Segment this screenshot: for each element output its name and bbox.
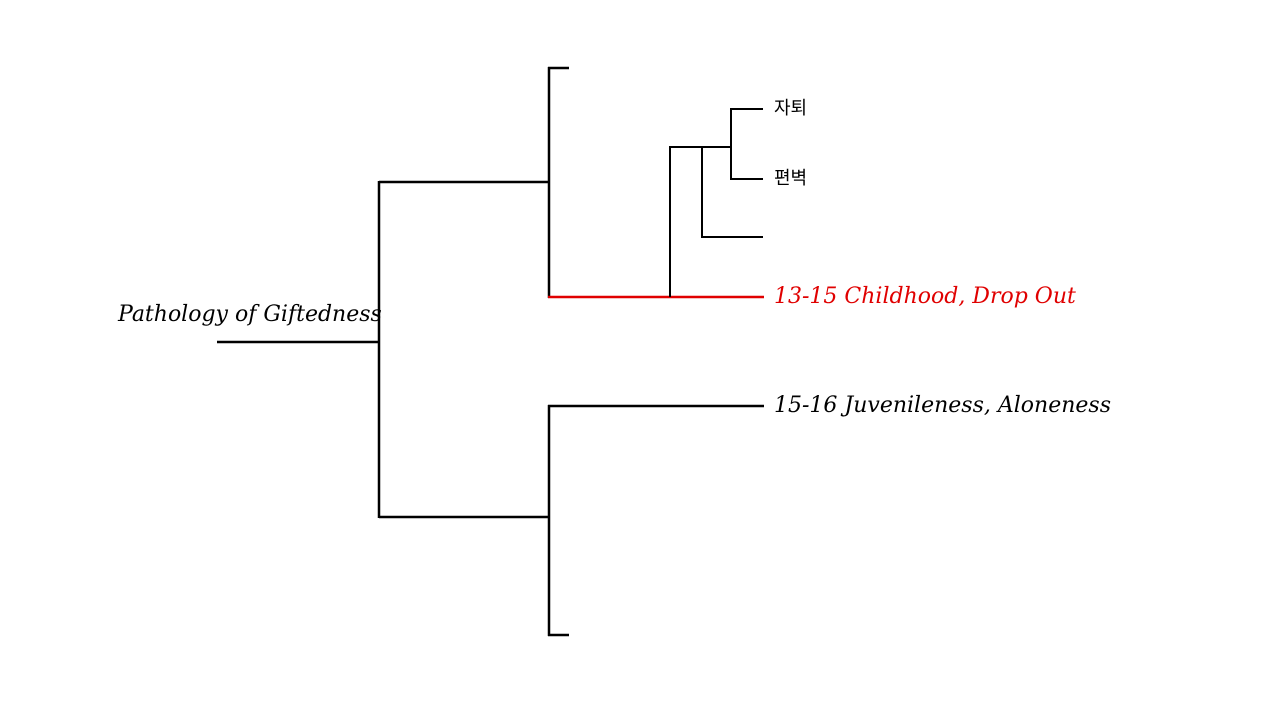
root-label: Pathology of Giftedness (118, 302, 382, 327)
leaf-label-1: 자퇴 (774, 98, 808, 119)
branch-label-childhood: 13-15 Childhood, Drop Out (774, 284, 1076, 309)
branch-label-juvenileness: 15-16 Juvenileness, Aloneness (774, 393, 1111, 418)
leaf-label-2: 편벽 (774, 168, 808, 189)
